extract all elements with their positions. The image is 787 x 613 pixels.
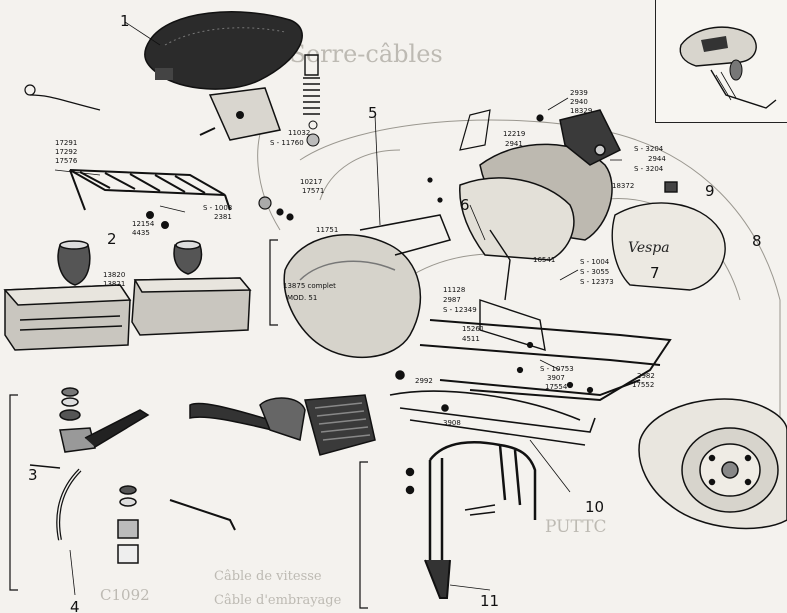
callout-3: 3 — [28, 466, 38, 484]
callout-2: 2 — [107, 230, 117, 248]
seat-assembly — [144, 11, 320, 147]
part-code: S - 12373 — [580, 278, 614, 286]
part-code: 17292 — [55, 148, 77, 156]
part-code: 2987 — [443, 296, 461, 304]
part-code: S - 12349 — [443, 306, 477, 314]
part-code: 17552 — [632, 381, 654, 389]
callout-9: 9 — [705, 182, 715, 200]
part-code: 4435 — [132, 229, 150, 237]
inset-detail — [655, 0, 787, 123]
part-code: 18329 — [570, 107, 592, 115]
fuel-tanks — [3, 240, 252, 351]
leader-lines — [54, 21, 622, 596]
floor-mat — [389, 370, 596, 446]
part-code: 13875 complet — [283, 282, 336, 290]
callout-7: 7 — [650, 264, 660, 282]
callout-10: 10 — [585, 498, 604, 516]
part-code: 17576 — [55, 157, 78, 165]
part-code: 18372 — [612, 182, 634, 190]
part-code: 2992 — [415, 377, 433, 385]
part-code: S - 3055 — [580, 268, 609, 276]
part-code: 2944 — [648, 155, 666, 163]
part-code: 2939 — [570, 89, 588, 97]
part-code: 17554 — [545, 383, 568, 391]
fuel-tap-parts — [29, 387, 236, 564]
part-code: 2941 — [505, 140, 523, 148]
part-code: 11128 — [443, 286, 465, 294]
callout-4: 4 — [70, 598, 80, 613]
part-code: S - 10753 — [540, 365, 574, 373]
legshield: Vespa — [611, 181, 726, 291]
part-code: 2940 — [570, 98, 588, 106]
callout-labels: 1 2 3 4 5 6 7 8 9 10 11 — [28, 12, 762, 613]
part-code: 16541 — [533, 256, 555, 264]
callout-8: 8 — [752, 232, 762, 250]
part-code: S - 3204 — [634, 165, 664, 173]
part-code: 17291 — [55, 139, 77, 147]
part-code: 17571 — [302, 187, 324, 195]
part-code: S - 1004 — [580, 258, 610, 266]
part-code: 10217 — [300, 178, 322, 186]
hardware-bits — [258, 109, 594, 394]
part-code: 13820 — [103, 271, 125, 279]
part-code: 3908 — [443, 419, 461, 427]
grouping-brackets — [9, 239, 368, 609]
part-code: 12154 — [132, 220, 155, 228]
inset-drawing — [679, 26, 777, 109]
center-stand — [405, 440, 537, 599]
part-code: 3907 — [547, 374, 565, 382]
front-fender — [283, 214, 452, 358]
background-footer-2: Câble de vitesse — [214, 569, 322, 584]
luggage-rack — [24, 84, 231, 229]
part-code: 11032 — [288, 129, 310, 137]
part-code: 13821 — [103, 280, 125, 288]
part-code: MOD. 51 — [287, 294, 317, 302]
callout-1: 1 — [120, 12, 130, 30]
svg-text:Vespa: Vespa — [628, 240, 670, 256]
callout-5: 5 — [368, 104, 378, 122]
part-code: 4511 — [462, 335, 480, 343]
wheel — [638, 398, 787, 530]
part-code: S - 3204 — [634, 145, 664, 153]
background-footer-3: Câble d'embrayage — [214, 593, 342, 608]
callout-6: 6 — [460, 196, 470, 214]
background-footer-1: C1092 — [100, 586, 150, 604]
part-code: 11751 — [316, 226, 338, 234]
frame-runners — [419, 229, 672, 402]
part-code: 15261 — [462, 325, 484, 333]
part-code: 2381 — [214, 213, 232, 221]
part-code: 12219 — [503, 130, 525, 138]
part-code: S - 11760 — [270, 139, 304, 147]
callout-11: 11 — [480, 592, 499, 610]
muffler — [189, 394, 376, 456]
part-code: S - 1008 — [203, 204, 232, 212]
part-code-labels: 2939 2940 18329 12219 2941 S - 3204 2944… — [55, 89, 666, 427]
background-footer-4: PUTTC — [545, 517, 606, 537]
part-code: 2982 — [637, 372, 655, 380]
side-cowls — [459, 109, 622, 261]
